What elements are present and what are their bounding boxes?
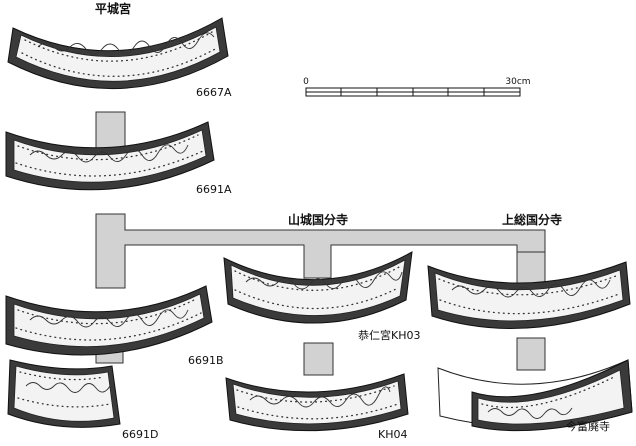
tile-kuni-kh03 (223, 251, 413, 324)
tile-label-kuni-kh03: 恭仁宮KH03 (358, 328, 420, 342)
scale-start-label: 0 (303, 77, 309, 87)
tile-label-6691D: 6691D (122, 428, 158, 441)
site-label-kazusa: 上総国分寺 (502, 212, 562, 227)
scale-bar: 0 30cm (303, 77, 531, 97)
site-label-yamashiro: 山城国分寺 (288, 212, 348, 227)
tile-6667A (7, 17, 229, 89)
tile-label-6691A: 6691A (196, 183, 232, 196)
tile-6691D (7, 359, 121, 428)
tile-kazusa (427, 261, 631, 329)
tile-label-kh04: KH04 (378, 428, 407, 441)
tile-6691B (5, 285, 213, 356)
connector-kazusa-imatomi (516, 337, 546, 371)
site-label-heijo: 平城宮 (95, 1, 131, 16)
scale-end-label: 30cm (505, 77, 530, 87)
tile-6691A (5, 121, 215, 191)
tile-label-6691B: 6691B (188, 354, 224, 367)
tile-label-6667A: 6667A (196, 86, 232, 99)
tile-kh04 (225, 373, 409, 432)
connector-main (95, 213, 546, 289)
tile-imatomi (437, 359, 633, 432)
connector-kh03-kh04 (303, 342, 334, 376)
site-label-imatomi: 今富廃寺 (566, 419, 610, 433)
